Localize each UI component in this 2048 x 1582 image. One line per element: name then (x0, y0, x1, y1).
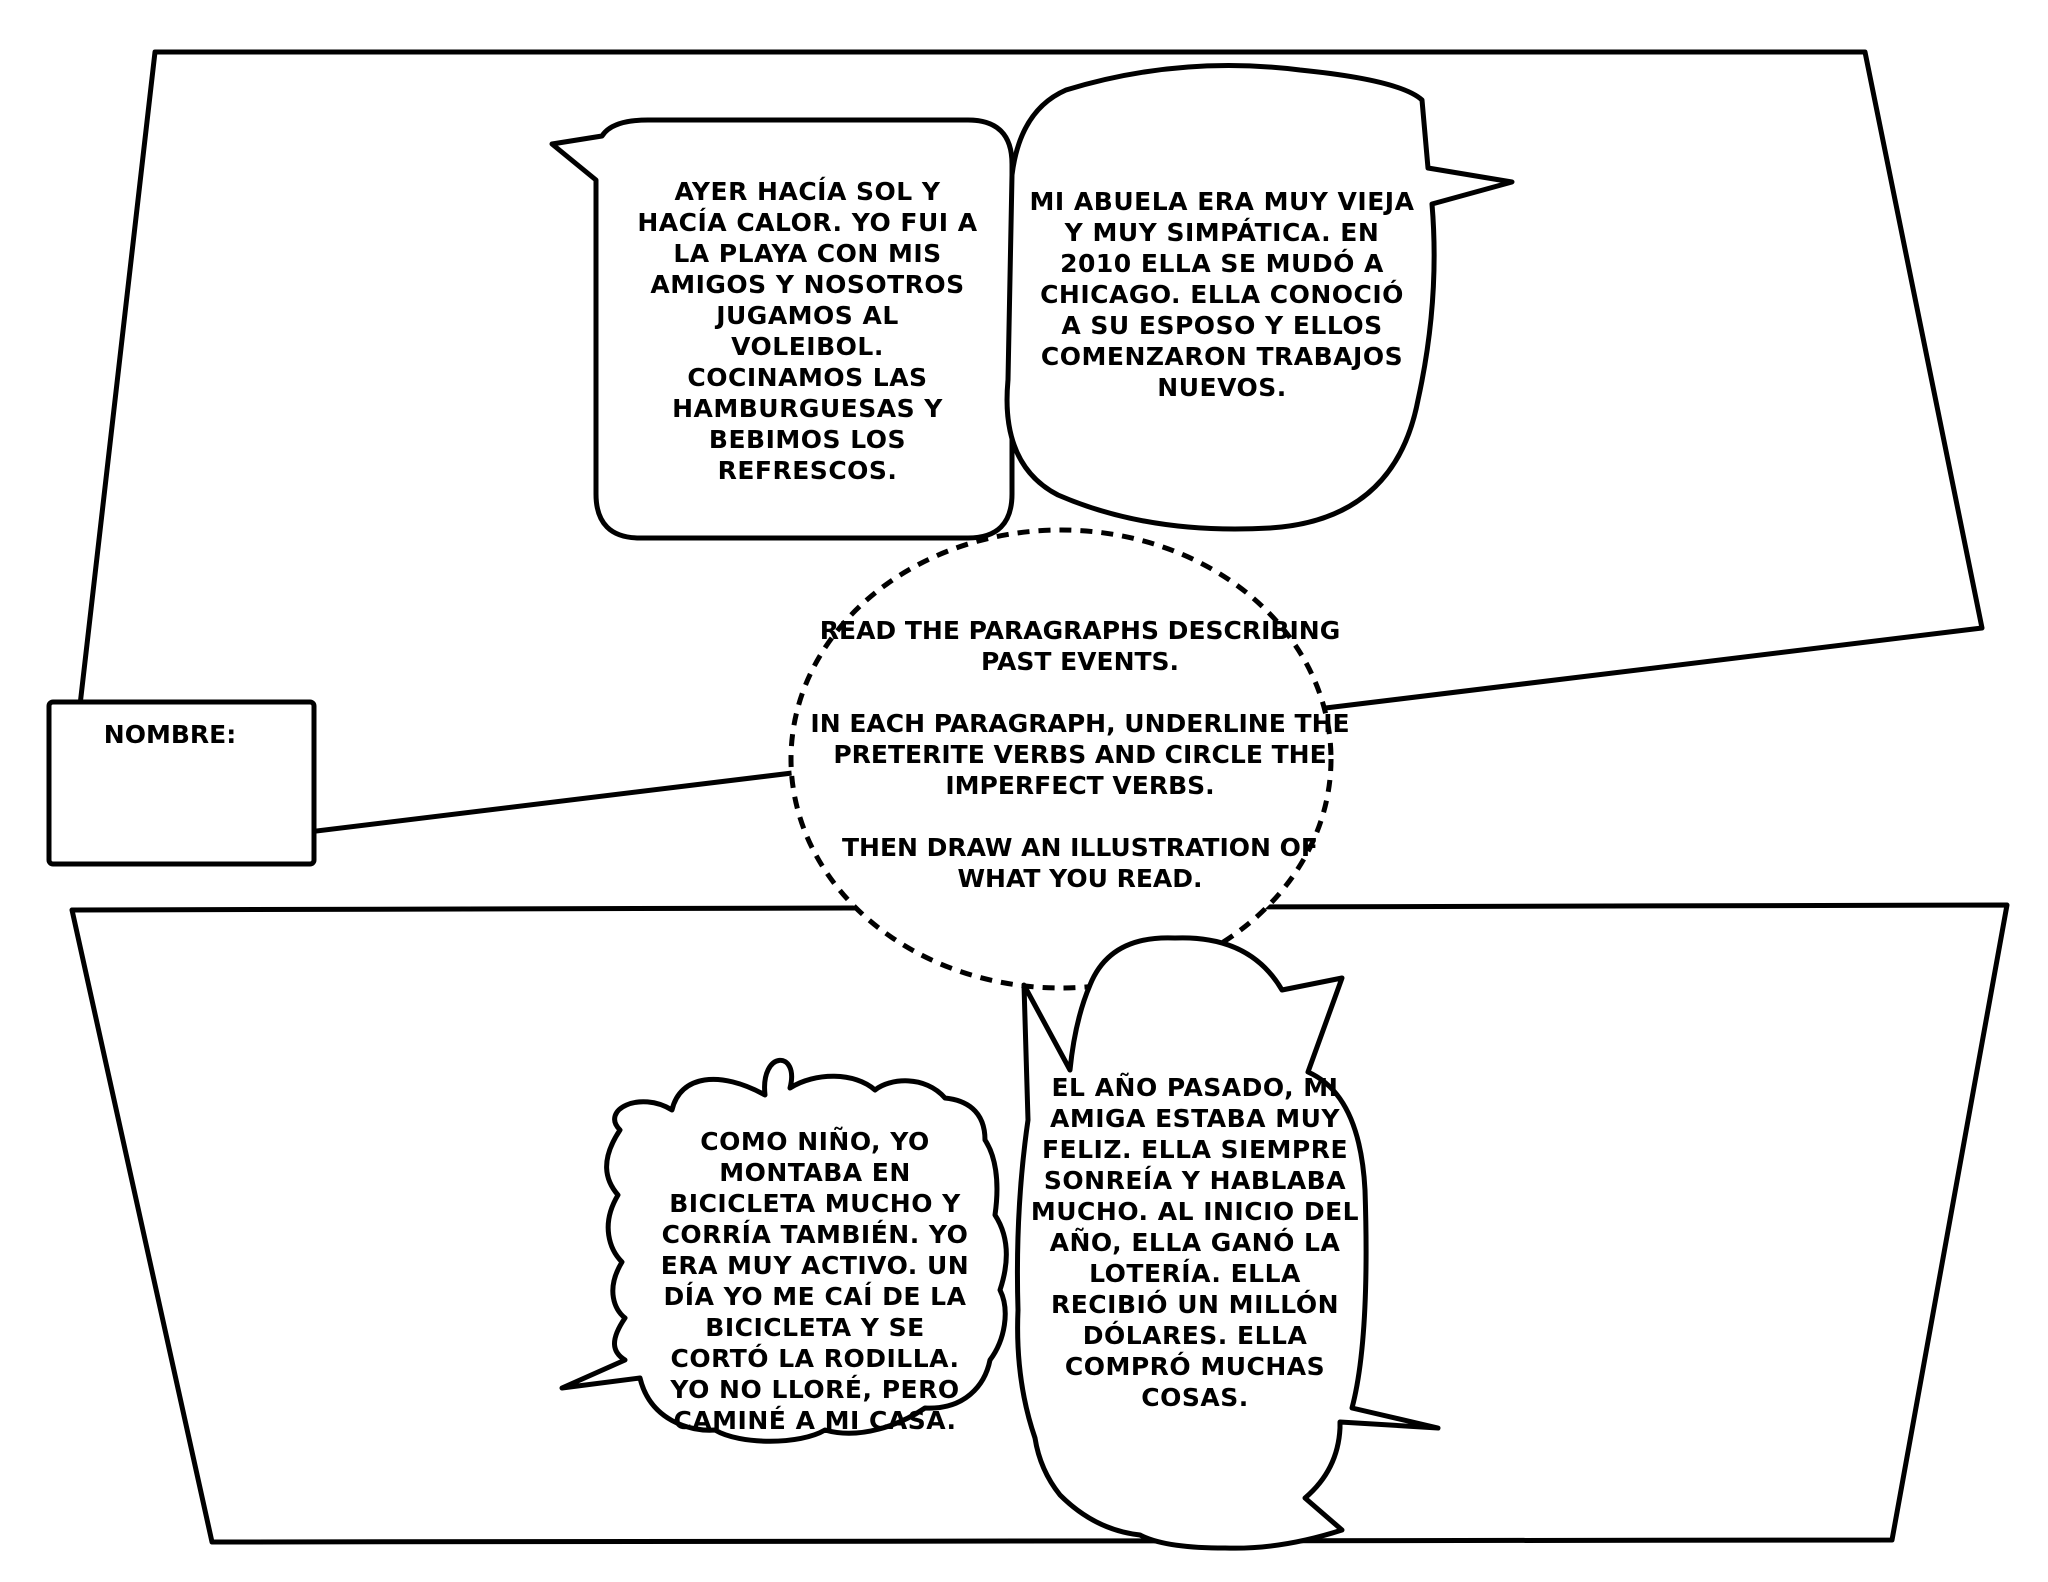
instructions-circle (788, 527, 1334, 991)
name-box (46, 699, 317, 867)
lottery-speech-bubble (1014, 935, 1441, 1551)
instruction-line-1: READ THE PARAGRAPHS DESCRIBING PAST EVEN… (819, 616, 1341, 676)
grandmother-speech-bubble (1004, 63, 1515, 532)
instruction-line-2: IN EACH PARAGRAPH, UNDERLINE THE PRETERI… (810, 709, 1350, 800)
beach-speech-bubble (549, 117, 1015, 541)
instructions-text: READ THE PARAGRAPHS DESCRIBING PAST EVEN… (805, 615, 1355, 894)
lottery-paragraph: EL AÑO PASADO, MI AMIGA ESTABA MUY FELIZ… (1030, 1073, 1360, 1412)
beach-paragraph: AYER HACÍA SOL Y HACÍA CALOR. YO FUI A L… (637, 177, 978, 485)
instruction-line-3: THEN DRAW AN ILLUSTRATION OF WHAT YOU RE… (841, 833, 1318, 893)
bicycle-speech-bubble (559, 1057, 1009, 1444)
grandmother-paragraph: MI ABUELA ERA MUY VIEJA Y MUY SIMPÁTICA.… (1029, 187, 1415, 402)
bicycle-paragraph: COMO NIÑO, YO MONTABA EN BICICLETA MUCHO… (660, 1127, 970, 1435)
name-label: NOMBRE: (103, 720, 237, 749)
